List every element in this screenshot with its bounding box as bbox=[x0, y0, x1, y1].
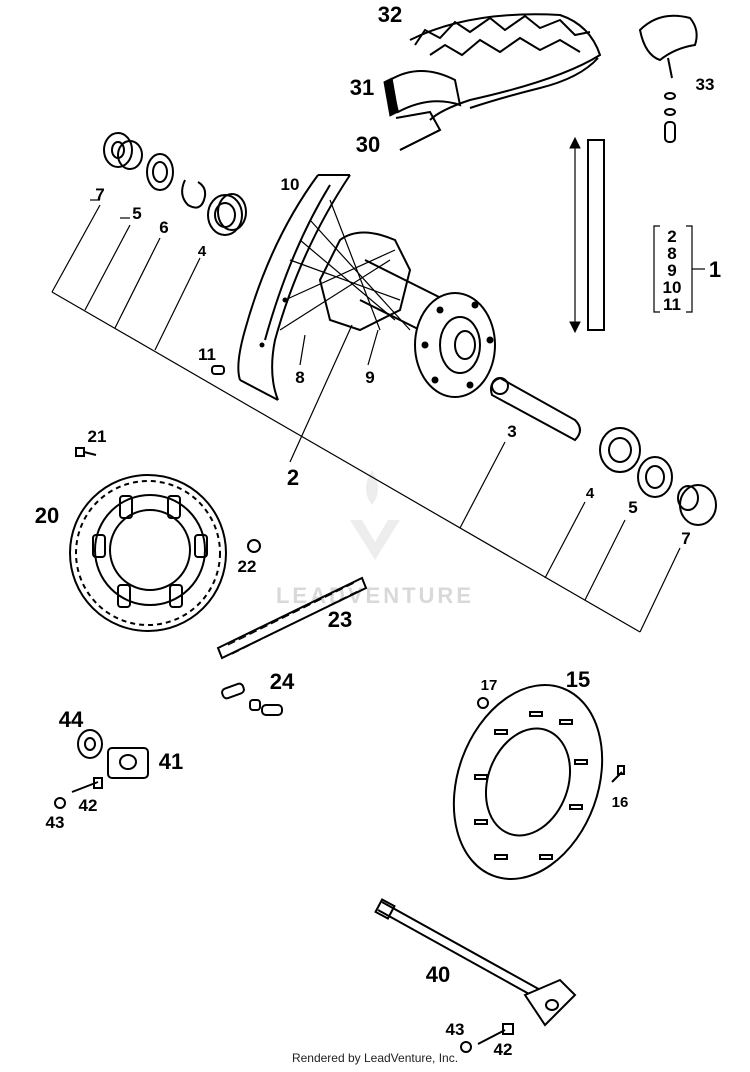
tire bbox=[409, 13, 602, 121]
label-2: 2 bbox=[287, 465, 299, 490]
kit-item-9: 9 bbox=[667, 261, 676, 280]
adjuster-locknut bbox=[54, 797, 66, 809]
spacer-right bbox=[677, 484, 717, 526]
spokes bbox=[279, 199, 411, 331]
label-5-left: 5 bbox=[132, 204, 141, 223]
label-30: 30 bbox=[356, 132, 380, 157]
axle-nut bbox=[460, 1041, 472, 1053]
spoke-nipple bbox=[211, 365, 225, 375]
spoke-set bbox=[569, 136, 605, 334]
label-4-left: 4 bbox=[198, 243, 207, 260]
kit-item-2: 2 bbox=[667, 227, 676, 246]
label-15: 15 bbox=[566, 667, 590, 692]
label-17: 17 bbox=[481, 677, 498, 694]
rim bbox=[237, 174, 351, 401]
sprocket-nut bbox=[247, 539, 261, 553]
label-5-right: 5 bbox=[628, 498, 637, 517]
disc-bolt bbox=[611, 765, 625, 783]
label-11: 11 bbox=[198, 345, 216, 364]
sprocket bbox=[69, 474, 227, 632]
adjuster-nut bbox=[77, 729, 103, 759]
label-21: 21 bbox=[88, 427, 107, 446]
label-31: 31 bbox=[350, 75, 374, 100]
disc-nut bbox=[477, 697, 489, 709]
label-42-right: 42 bbox=[494, 1040, 513, 1059]
label-44: 44 bbox=[59, 707, 84, 732]
sprocket-bolt bbox=[75, 447, 97, 457]
kit-bracket bbox=[653, 225, 705, 313]
axle bbox=[374, 898, 577, 1027]
label-41: 41 bbox=[159, 749, 183, 774]
spacer-tube bbox=[490, 376, 581, 442]
label-9: 9 bbox=[365, 368, 374, 387]
label-7-right: 7 bbox=[681, 529, 690, 548]
circlip bbox=[181, 179, 207, 209]
watermark-text: LEADVENTURE bbox=[276, 583, 474, 608]
spacer-left bbox=[103, 132, 143, 170]
rim-strap bbox=[399, 129, 441, 151]
label-20: 20 bbox=[35, 503, 59, 528]
label-24: 24 bbox=[270, 669, 295, 694]
label-4-right: 4 bbox=[586, 485, 595, 502]
kit-item-8: 8 bbox=[667, 244, 676, 263]
label-6: 6 bbox=[159, 218, 168, 237]
chain bbox=[216, 576, 368, 660]
seal-right bbox=[637, 456, 673, 498]
label-43-left: 43 bbox=[46, 813, 65, 832]
hub bbox=[318, 231, 496, 398]
axis-leader-lines bbox=[51, 199, 681, 633]
label-33: 33 bbox=[696, 75, 715, 94]
adjuster-bolt bbox=[71, 777, 103, 793]
axle-bolt bbox=[477, 1023, 514, 1045]
label-10: 10 bbox=[281, 175, 300, 194]
brake-disc bbox=[452, 684, 604, 880]
valve-cap bbox=[638, 14, 698, 143]
label-8: 8 bbox=[295, 368, 304, 387]
label-32: 32 bbox=[378, 2, 402, 27]
label-1: 1 bbox=[709, 257, 721, 282]
label-3: 3 bbox=[507, 422, 516, 441]
seal-left bbox=[146, 153, 174, 191]
kit-item-11: 11 bbox=[663, 295, 681, 314]
label-23: 23 bbox=[328, 607, 352, 632]
master-link bbox=[221, 682, 283, 716]
watermark-logo bbox=[350, 470, 400, 560]
label-42-left: 42 bbox=[79, 796, 98, 815]
label-16: 16 bbox=[612, 794, 629, 811]
label-22: 22 bbox=[238, 557, 257, 576]
chain-adjuster bbox=[107, 747, 149, 779]
label-40: 40 bbox=[426, 962, 450, 987]
label-43-right: 43 bbox=[446, 1020, 465, 1039]
kit-item-10: 10 bbox=[663, 278, 682, 297]
footer-credit: Rendered by LeadVenture, Inc. bbox=[291, 1051, 459, 1065]
bearing-right bbox=[599, 427, 641, 473]
bearing-left bbox=[207, 193, 247, 236]
label-7-left: 7 bbox=[95, 185, 104, 204]
